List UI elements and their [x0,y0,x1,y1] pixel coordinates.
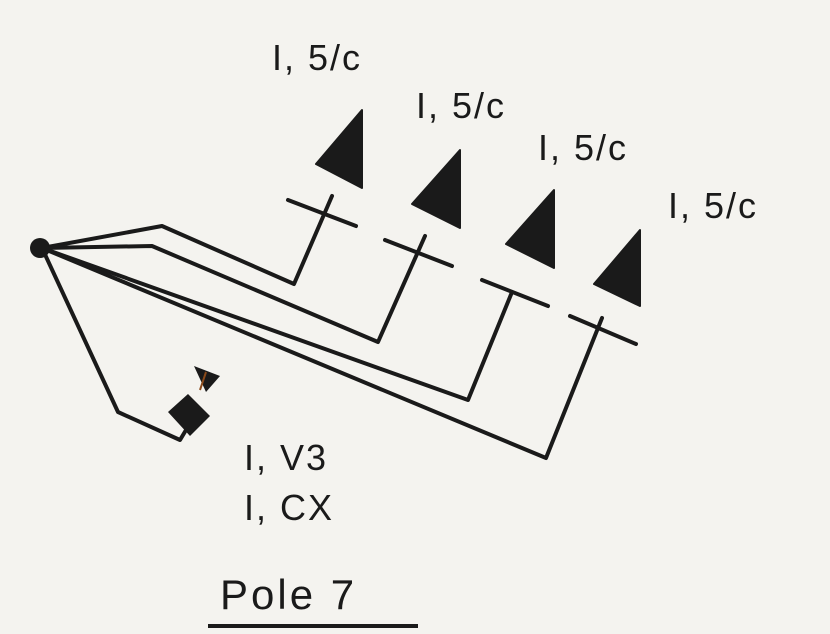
wire-fixture-2 [40,234,427,344]
wire-fixture-4 [40,246,604,460]
luminaire-3-icon [505,189,555,269]
pole-node-icon [30,238,50,258]
signal-head-label-1: I, V3 [244,437,329,478]
fixture-1-label: I, 5/c [272,37,363,78]
crossarm-1 [286,198,358,228]
luminaire-4-icon [593,229,641,307]
title-underline [208,624,418,628]
signal-head-label-2: I, CX [244,487,335,528]
crossarm-3 [480,278,550,308]
fixture-2-label: I, 5/c [416,85,507,126]
crossarm-4 [568,314,638,346]
pole-title: Pole 7 [220,571,358,618]
fixture-3-label: I, 5/c [538,127,629,168]
fixture-4-label: I, 5/c [668,185,759,226]
wire-fixture-3 [40,246,514,402]
luminaire-2-icon [411,149,461,229]
crossarm-2 [383,238,454,268]
wire-fixture-1 [40,194,334,286]
wire-signal-head [40,246,188,442]
signal-head-icon [168,366,220,436]
luminaire-1-icon [315,109,363,189]
